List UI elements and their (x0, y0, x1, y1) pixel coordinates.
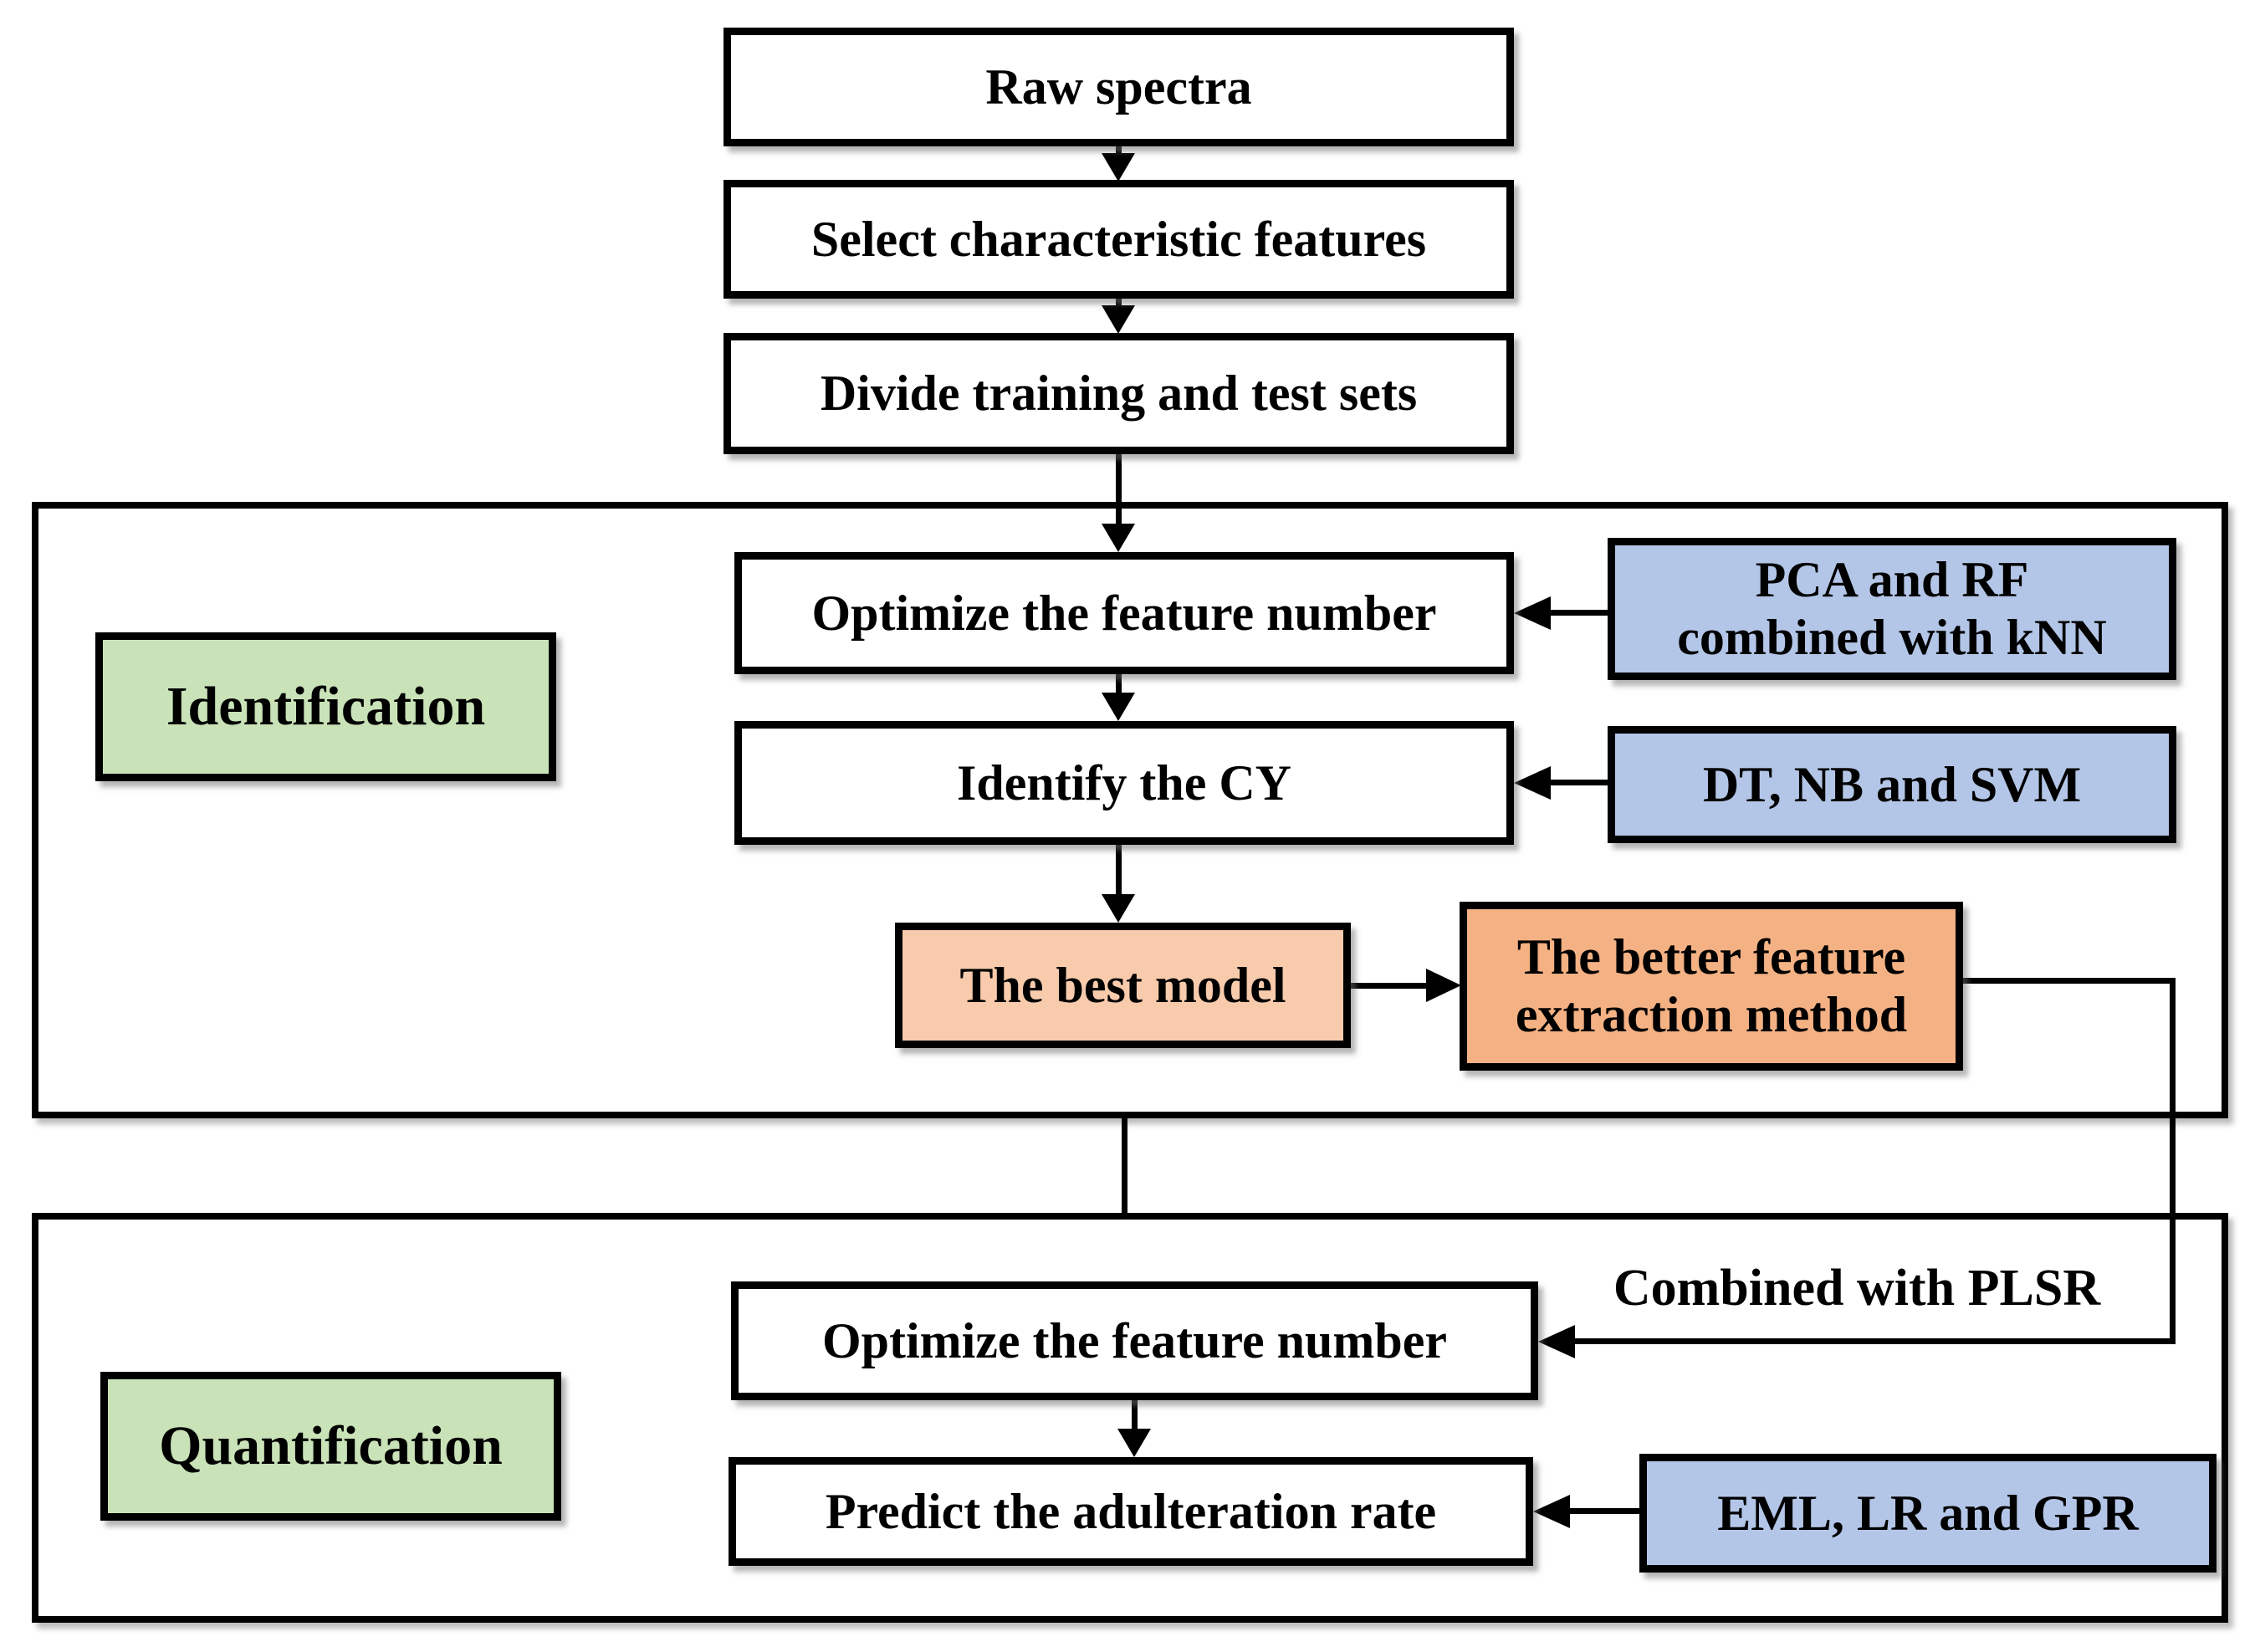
connector-line (1351, 983, 1428, 989)
arrow-down-icon (1102, 153, 1135, 182)
quantification-label: Quantification (100, 1372, 561, 1521)
combined-with-plsr-text: Combined with PLSR (1613, 1260, 2101, 1317)
arrow-down-icon (1102, 894, 1135, 923)
connector-line (1549, 610, 1612, 616)
arrow-down-icon (1117, 1429, 1151, 1457)
arrow-down-icon (1102, 524, 1135, 552)
connector-line (1116, 146, 1122, 159)
connector-line (1132, 1400, 1138, 1432)
arrow-left-icon (1514, 766, 1551, 800)
arrow-down-icon (1102, 693, 1135, 721)
arrow-down-icon (1102, 305, 1135, 334)
arrow-left-icon (1533, 1495, 1570, 1528)
connector-line (1116, 674, 1122, 696)
raw-spectra-box: Raw spectra (724, 28, 1514, 146)
identify-cy-box: Identify the CY (734, 721, 1514, 845)
optimize-feature-number-box-identification: Optimize the feature number (734, 552, 1514, 674)
connector-line (1963, 978, 2176, 984)
connector-line (1568, 1508, 1644, 1514)
arrow-left-icon (1514, 596, 1551, 630)
quantification-section-frame (32, 1213, 2228, 1623)
select-features-box: Select characteristic features (724, 180, 1514, 299)
divide-sets-box: Divide training and test sets (724, 333, 1514, 454)
pca-rf-knn-box: PCA and RF combined with kNN (1608, 538, 2176, 680)
connector-line (1116, 454, 1122, 527)
predict-adulteration-rate-box: Predict the adulteration rate (729, 1457, 1533, 1566)
connector-line (1575, 1338, 2176, 1344)
connector-line (2170, 978, 2176, 1344)
connector-line (1116, 845, 1122, 896)
better-feature-method-box: The better feature extraction method (1460, 902, 1963, 1071)
arrow-left-icon (1538, 1325, 1575, 1358)
best-model-box: The best model (895, 923, 1351, 1048)
eml-lr-gpr-box: EML, LR and GPR (1639, 1454, 2217, 1573)
connector-line (1122, 1113, 1127, 1218)
identification-label: Identification (95, 632, 556, 781)
identification-section-frame (32, 502, 2228, 1118)
arrow-right-icon (1426, 969, 1461, 1002)
dt-nb-svm-box: DT, NB and SVM (1608, 726, 2176, 843)
optimize-feature-number-box-quantification: Optimize the feature number (731, 1281, 1538, 1400)
connector-line (1116, 299, 1122, 310)
connector-line (1549, 780, 1612, 785)
